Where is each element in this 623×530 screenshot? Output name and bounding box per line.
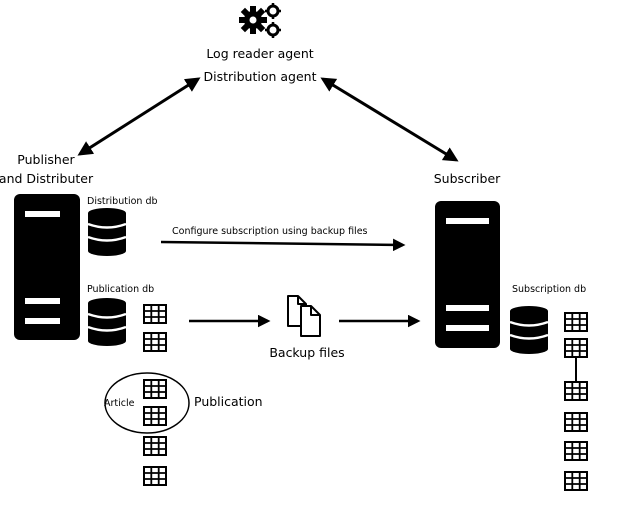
article-label: Article [104,398,135,409]
subscription-db-label: Subscription db [512,284,586,295]
subscriber-server-icon [435,201,500,348]
article-ellipse [104,372,190,434]
publication-table-icon [143,466,167,486]
publisher-server-icon [14,194,80,340]
subscription-table-icon [564,312,588,332]
distribution-db-icon [86,206,128,258]
files-icon [287,295,321,337]
publisher-label: Publisher [17,152,75,167]
article-table-icon [143,379,167,399]
article-table-icon [143,406,167,426]
distribution-db-label: Distribution db [87,196,158,207]
subscription-table-icon [564,412,588,432]
publication-table-icon [143,332,167,352]
subscription-table-icon [564,471,588,491]
subscription-table-icon [564,381,588,401]
subscriber-label: Subscriber [434,171,501,186]
subscription-db-icon [508,304,550,356]
subscription-table-icon [564,441,588,461]
publisher-agent-arrow [77,77,201,156]
subscription-table-icon [564,338,588,358]
subscriber-agent-arrow [320,77,459,162]
publication-db-icon [86,296,128,348]
publication-table-icon [143,436,167,456]
configure-subscription-arrow [160,238,406,252]
distributer-label: and Distributer [0,171,94,186]
backup-files-label: Backup files [269,345,344,360]
distribution-agent-label: Distribution agent [203,69,316,84]
log-reader-agent-label: Log reader agent [206,46,313,61]
publication-db-label: Publication db [87,284,154,295]
publication-table-icon [143,304,167,324]
configure-subscription-label: Configure subscription using backup file… [172,226,368,237]
gears-icon [239,3,281,38]
publication-label: Publication [194,394,263,409]
